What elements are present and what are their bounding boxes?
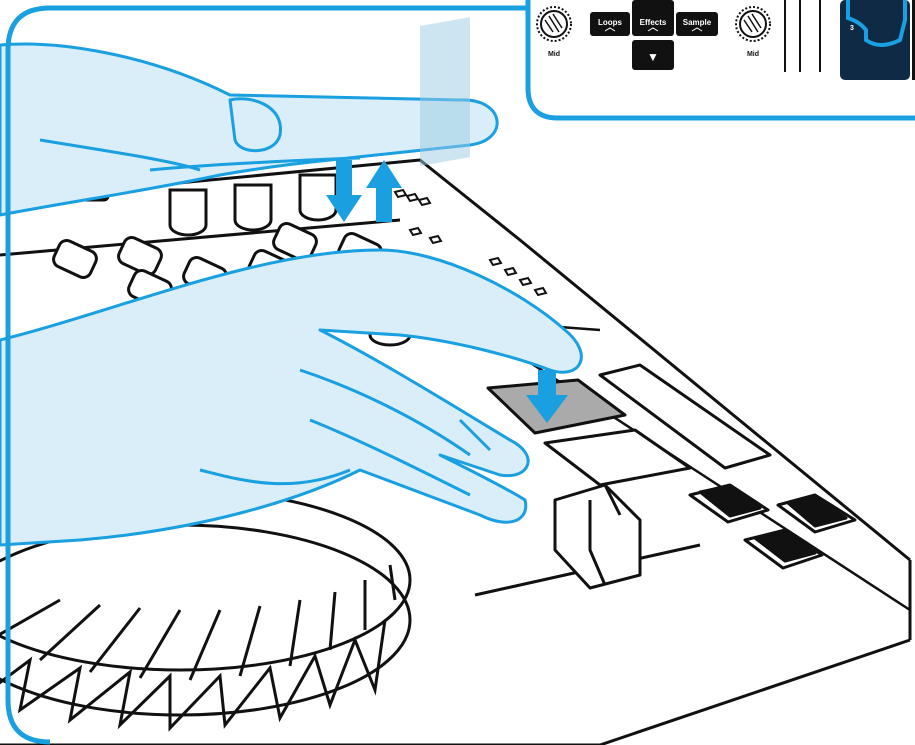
press-guide <box>420 17 470 166</box>
lower-deck <box>488 365 770 485</box>
knob-right-icon <box>736 7 770 41</box>
effects-label: Effects <box>640 18 667 27</box>
pad-number: 3 <box>850 25 854 32</box>
pad-below <box>545 430 690 485</box>
down-arrow-icon: ▼ <box>647 50 659 64</box>
sample-label: Sample <box>683 18 712 27</box>
sample-button[interactable]: Sample <box>676 12 718 36</box>
side-buttons <box>690 485 855 568</box>
inset-panel: Mid Loops Effects Sample ▼ <box>528 0 915 118</box>
effects-button[interactable]: Effects <box>632 0 674 36</box>
knob-left-icon <box>537 7 571 41</box>
pad-3[interactable]: 3 <box>840 0 915 80</box>
knob-left-label: Mid <box>548 51 560 58</box>
knob-right-label: Mid <box>747 51 759 58</box>
down-arrow-button[interactable]: ▼ <box>632 40 674 70</box>
loops-label: Loops <box>598 18 623 27</box>
loops-button[interactable]: Loops <box>590 12 630 36</box>
fader-lines <box>785 0 820 72</box>
